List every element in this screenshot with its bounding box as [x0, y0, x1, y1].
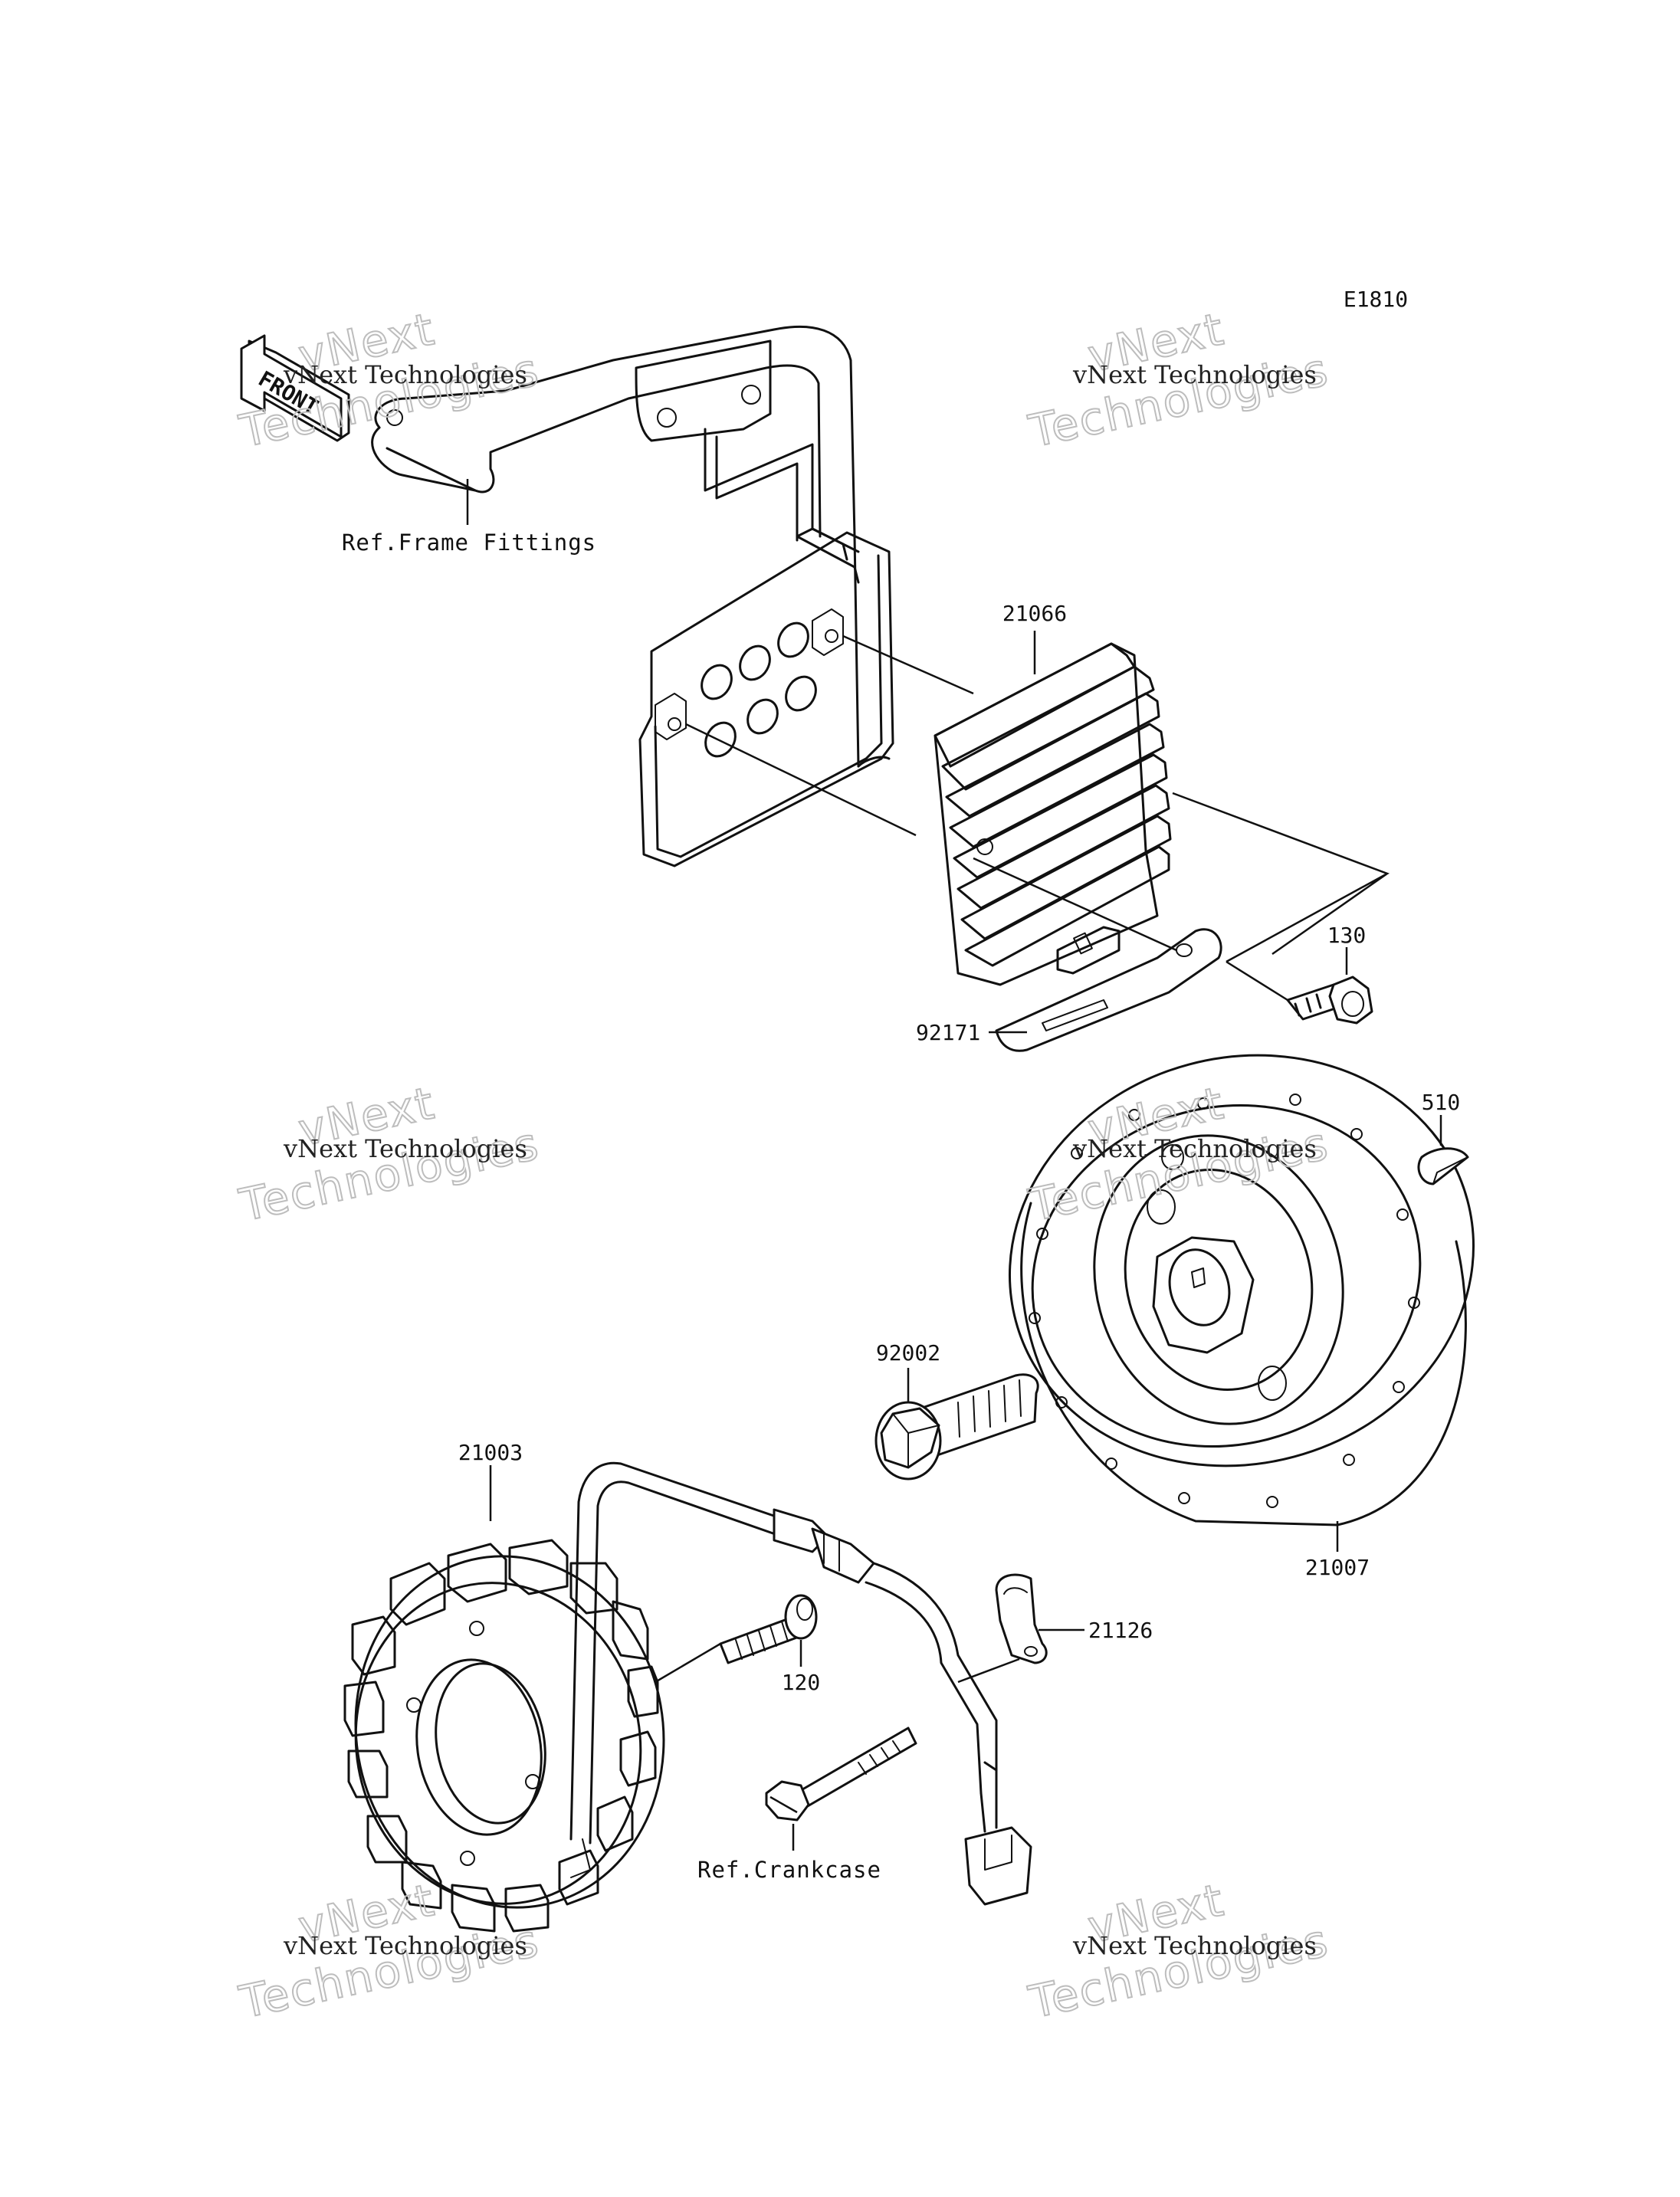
wiring-harness — [569, 1461, 1032, 1906]
label-21003: 21003 — [458, 1440, 523, 1465]
svg-text:vNext Technologies: vNext Technologies — [283, 360, 527, 389]
label-21007: 21007 — [1305, 1555, 1370, 1580]
screw-120 — [719, 1594, 818, 1664]
clamp-21126 — [995, 1573, 1048, 1664]
watermark-bottom-left: vNext Technologies vNext Technologies — [235, 1873, 545, 2029]
watermark-middle-left: vNext Technologies vNext Technologies — [235, 1076, 545, 1232]
watermark-top-right: vNext Technologies vNext Technologies — [1024, 302, 1334, 458]
label-21066: 21066 — [1002, 601, 1067, 626]
svg-text:vNext Technologies: vNext Technologies — [1072, 1134, 1317, 1163]
label-130: 130 — [1327, 923, 1367, 948]
bolt-92002 — [874, 1373, 1039, 1481]
key-510 — [1417, 1147, 1469, 1185]
svg-text:vNext Technologies: vNext Technologies — [1072, 1931, 1317, 1960]
watermark-bottom-right: vNext Technologies vNext Technologies — [1024, 1873, 1334, 2029]
watermark-top-left: vNext Technologies vNext Technologies — [235, 302, 545, 458]
bolt-130 — [1286, 976, 1373, 1025]
label-ref-crankcase: Ref.Crankcase — [697, 1857, 881, 1883]
label-21126: 21126 — [1088, 1618, 1153, 1643]
label-120: 120 — [782, 1670, 821, 1695]
crankcase-bolt — [765, 1726, 917, 1822]
label-ref-frame-fittings: Ref.Frame Fittings — [342, 530, 596, 556]
frame-bracket — [371, 325, 894, 867]
rotor-flywheel — [1009, 1054, 1475, 1526]
regulator-rectifier — [934, 642, 1172, 986]
label-92171: 92171 — [916, 1020, 980, 1045]
svg-text:vNext Technologies: vNext Technologies — [1072, 360, 1317, 389]
diagram-code: E1810 — [1344, 287, 1408, 312]
stator-coil — [343, 1539, 665, 1933]
svg-text:vNext Technologies: vNext Technologies — [283, 1134, 527, 1163]
label-510: 510 — [1422, 1090, 1461, 1115]
label-92002: 92002 — [876, 1340, 940, 1366]
svg-text:vNext Technologies: vNext Technologies — [283, 1931, 527, 1960]
